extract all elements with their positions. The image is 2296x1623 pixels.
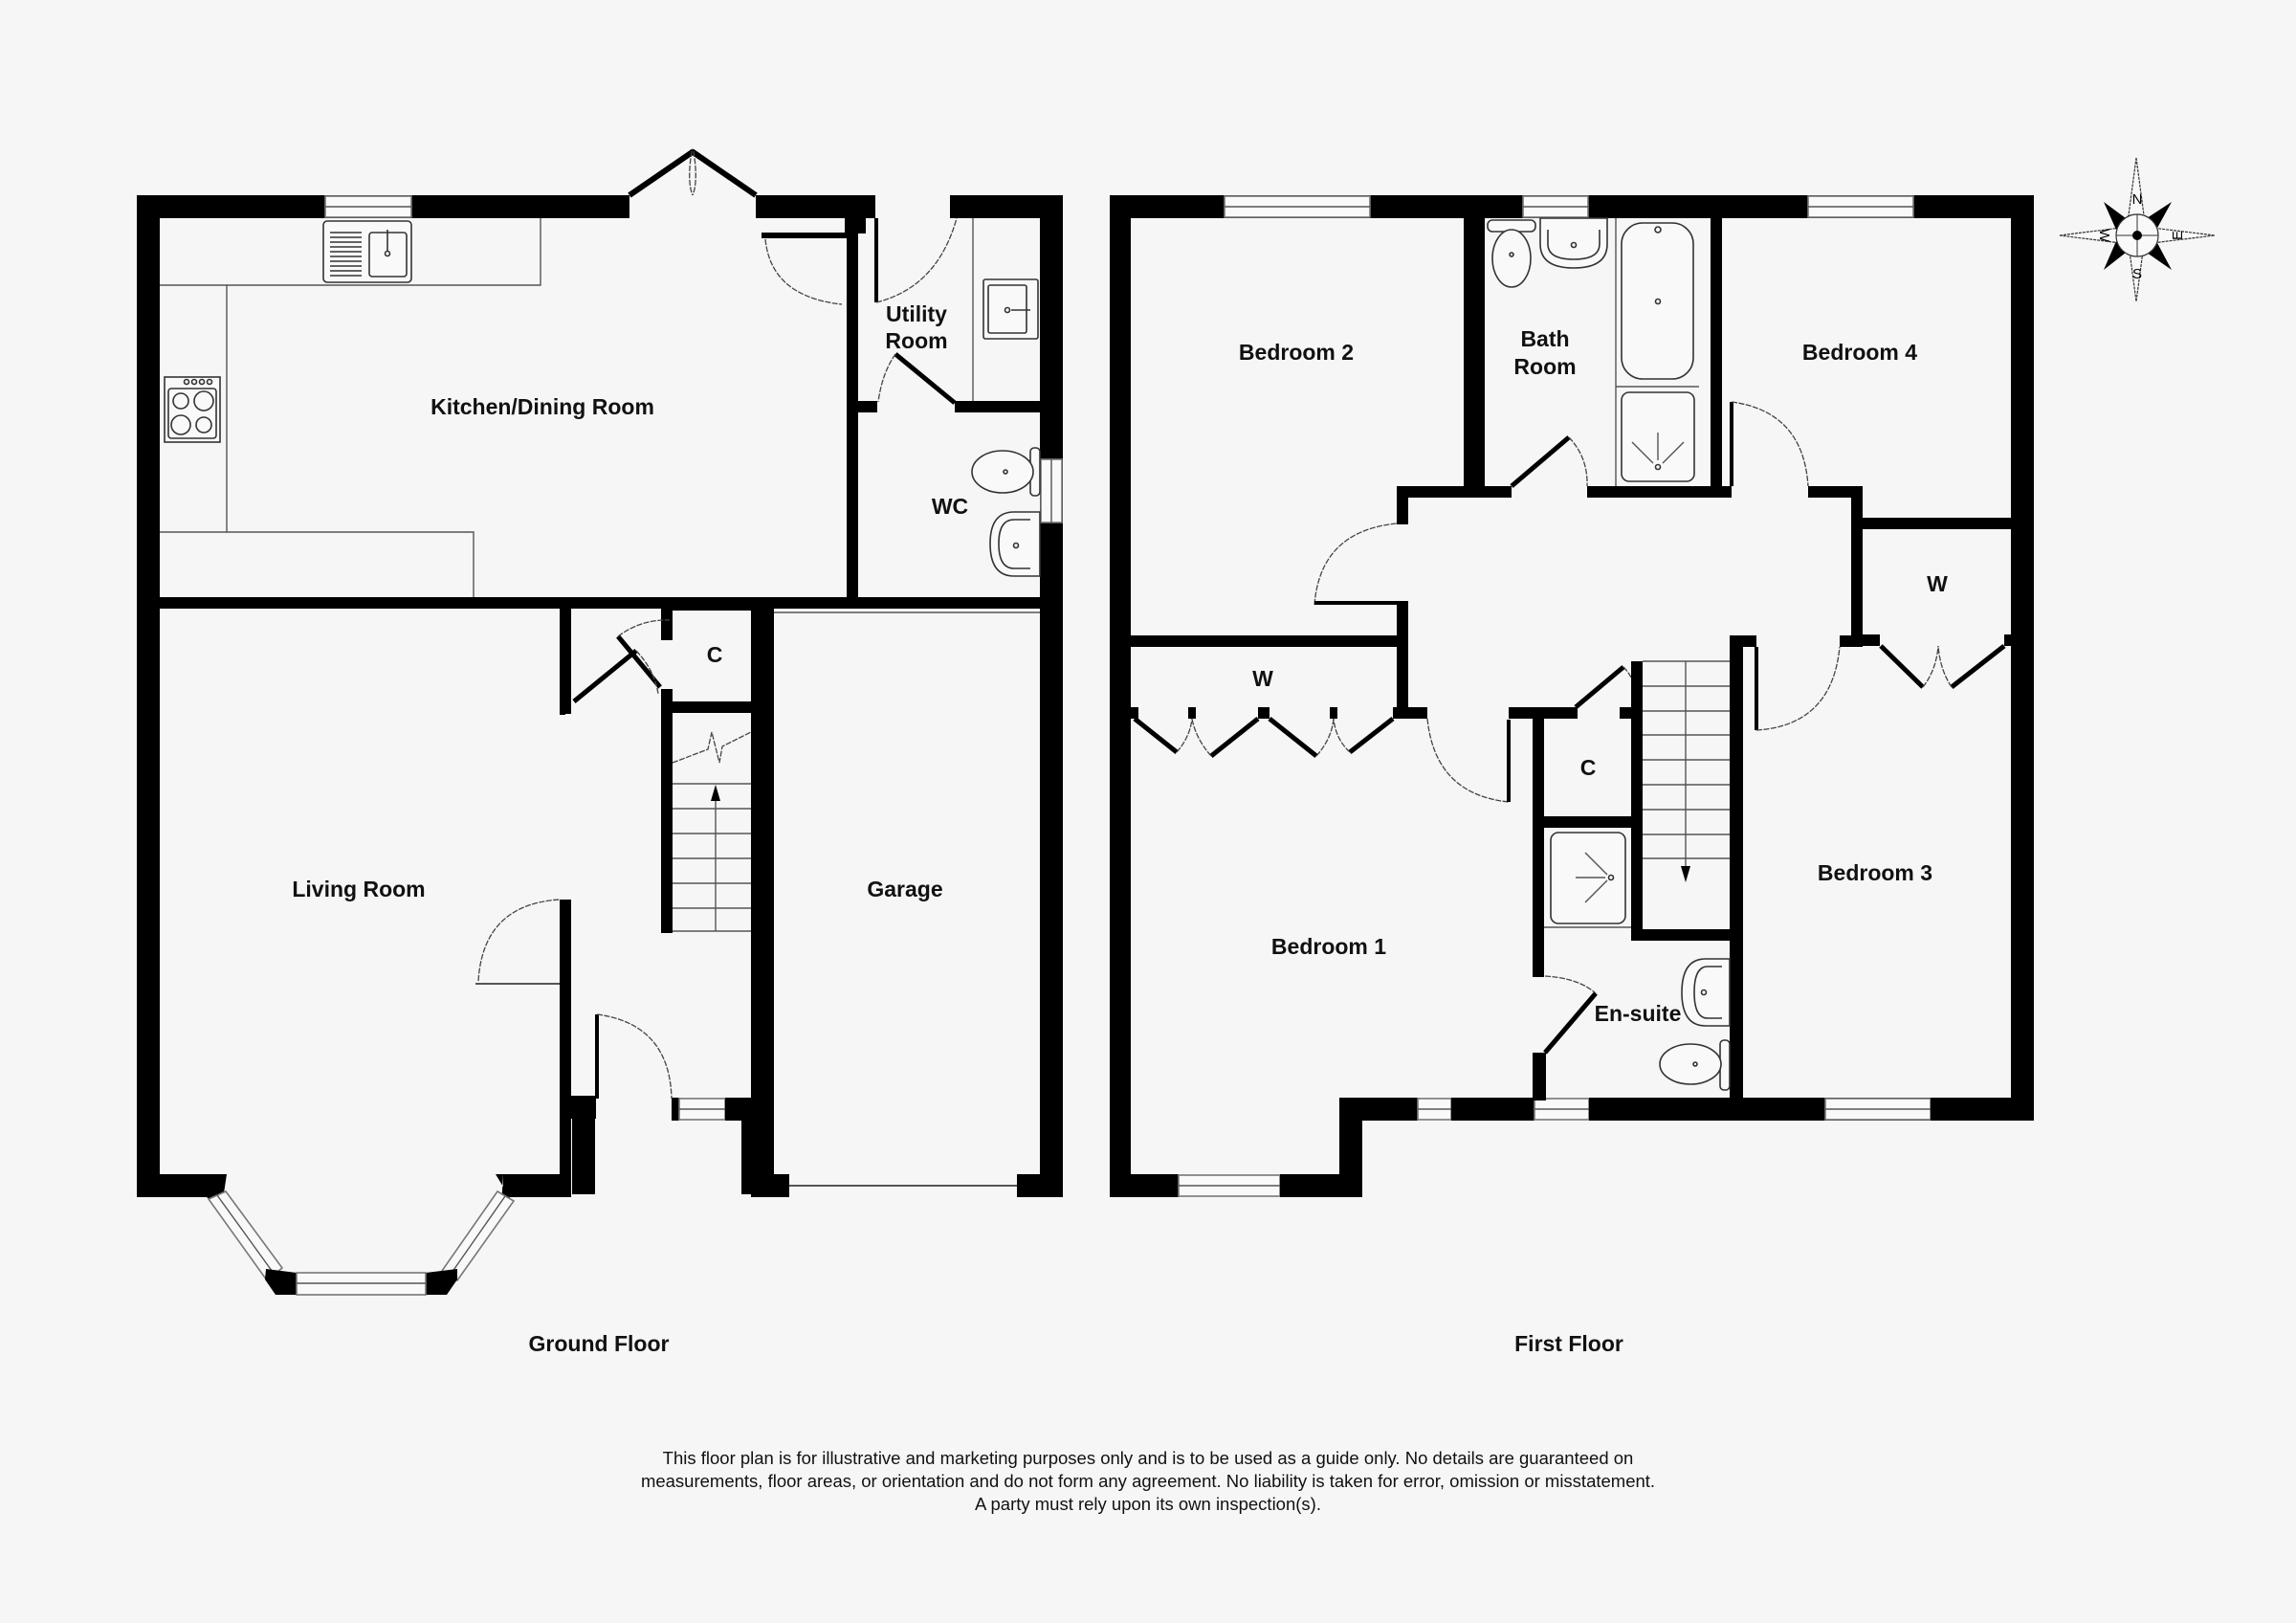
room-label-utility-2: Room [885,328,947,353]
room-label-bedroom-3: Bedroom 3 [1818,860,1932,885]
room-label-ensuite: En-suite [1595,1001,1682,1026]
first-floor-plan [1110,195,2034,1197]
compass-w: W [2096,229,2112,243]
room-label-bedroom-2: Bedroom 2 [1239,340,1354,365]
room-label-garage: Garage [867,877,942,901]
toilet-icon [971,447,1041,497]
compass-n: N [2132,191,2143,208]
shower-tray-icon [1621,391,1695,482]
floor-label-ground: Ground Floor [529,1331,670,1356]
basin-icon [1539,217,1608,269]
bathtub-icon [1621,222,1694,380]
disclaimer-text: This floor plan is for illustrative and … [574,1447,1722,1516]
compass-e: E [2170,231,2186,240]
staircase-icon [1643,660,1730,882]
basin-icon [989,511,1041,577]
toilet-icon [1487,219,1536,288]
room-label-bathroom: Bath [1520,326,1569,351]
staircase-icon [672,731,752,932]
floor-label-first: First Floor [1514,1331,1623,1356]
compass-rose-icon: N S E W [2059,157,2216,302]
ground-floor-plan [137,148,1063,1296]
room-label-cupboard-ground: C [707,642,723,667]
room-label-cupboard-first: C [1580,755,1597,780]
room-label-wc: WC [932,494,968,519]
room-label-utility: Utility [886,301,947,326]
basin-icon [1681,958,1731,1027]
kitchen-sink-icon [322,220,412,283]
toilet-icon [1659,1039,1731,1091]
room-label-wardrobe-1: W [1252,666,1273,691]
room-label-kitchen: Kitchen/Dining Room [430,394,654,419]
room-label-bedroom-4: Bedroom 4 [1802,340,1917,365]
disclaimer-line-3: A party must rely upon its own inspectio… [975,1494,1321,1514]
room-label-bedroom-1: Bedroom 1 [1271,934,1386,959]
shower-tray-icon [1550,832,1626,924]
utility-sink-icon [982,278,1039,340]
disclaimer-line-2: measurements, floor areas, or orientatio… [640,1471,1656,1491]
room-label-wardrobe-3: W [1927,571,1948,596]
compass-s: S [2132,266,2142,282]
hob-icon [164,376,221,443]
room-label-bathroom-2: Room [1513,354,1576,379]
room-label-living-room: Living Room [292,877,425,901]
disclaimer-line-1: This floor plan is for illustrative and … [662,1448,1634,1468]
